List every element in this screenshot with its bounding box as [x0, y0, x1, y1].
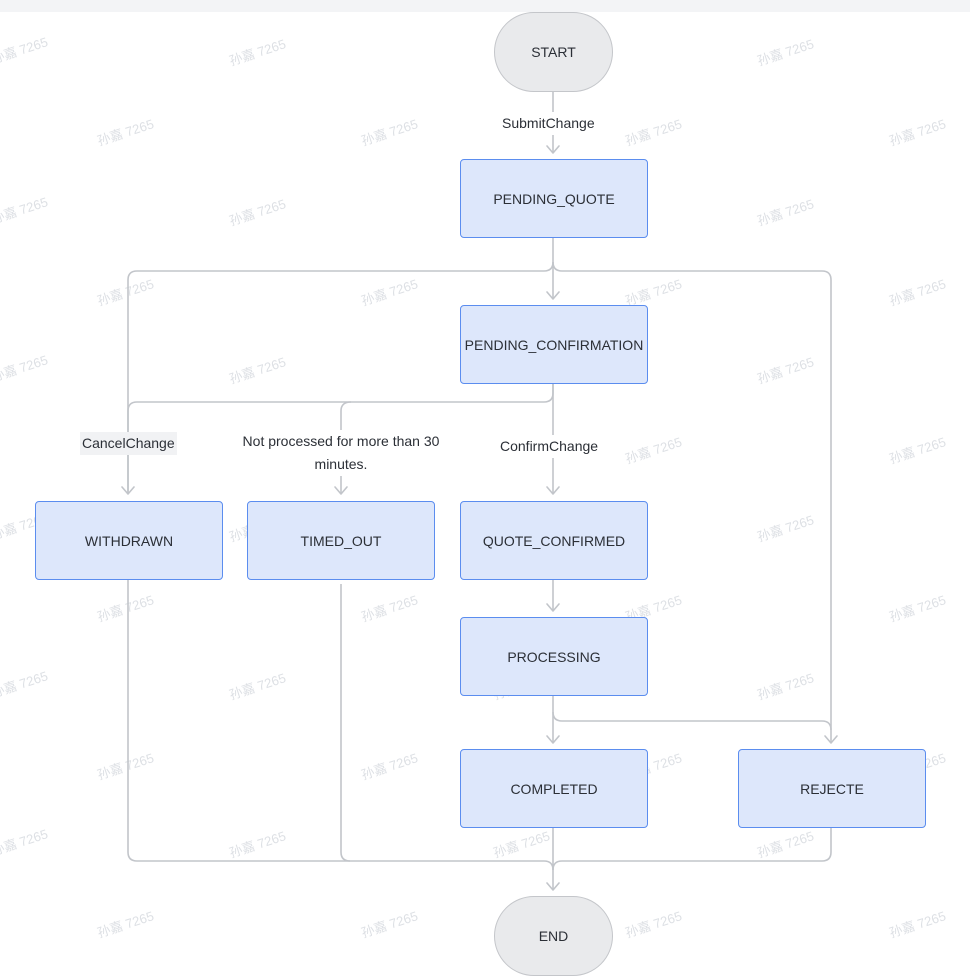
edge-label-cancel-change: CancelChange [80, 432, 177, 455]
arrowhead [824, 735, 838, 744]
node-label: PROCESSING [507, 648, 601, 665]
node-pending-confirmation[interactable]: PENDING_CONFIRMATION [460, 305, 648, 384]
node-pending-quote[interactable]: PENDING_QUOTE [460, 159, 648, 238]
edge-label-confirm-change: ConfirmChange [500, 435, 599, 458]
arrowhead [546, 291, 560, 300]
node-label: PENDING_CONFIRMATION [464, 336, 644, 353]
edge-label-submit-change: SubmitChange [502, 112, 595, 135]
arrowhead [546, 735, 560, 744]
node-label: END [538, 928, 569, 944]
edge-withdrawn-to-end [127, 580, 554, 871]
node-withdrawn[interactable]: WITHDRAWN [35, 501, 223, 580]
arrowhead [546, 882, 560, 891]
edge-rejecte-to-end [552, 828, 832, 871]
top-bar [0, 0, 970, 12]
node-quote-confirmed[interactable]: QUOTE_CONFIRMED [460, 501, 648, 580]
node-label: PENDING_QUOTE [493, 190, 615, 207]
edge-pending-quote-to-withdrawn [127, 261, 554, 494]
node-label: REJECTE [800, 780, 864, 797]
edge-processing-to-rejecte [552, 711, 832, 731]
node-label: QUOTE_CONFIRMED [482, 532, 626, 549]
node-label: WITHDRAWN [84, 532, 174, 549]
node-completed[interactable]: COMPLETED [460, 749, 648, 828]
node-end[interactable]: END [494, 896, 613, 976]
node-label: COMPLETED [510, 780, 598, 797]
node-processing[interactable]: PROCESSING [460, 617, 648, 696]
arrowhead [334, 486, 348, 495]
arrowhead [546, 603, 560, 612]
node-timed-out[interactable]: TIMED_OUT [247, 501, 435, 580]
arrowhead [546, 145, 560, 154]
arrowhead [546, 486, 560, 495]
node-start[interactable]: START [494, 12, 613, 92]
node-label: TIMED_OUT [300, 532, 382, 549]
edge-timed-out-to-end [340, 584, 351, 862]
node-rejecte[interactable]: REJECTE [738, 749, 926, 828]
node-label: START [531, 44, 576, 60]
edge-pending-confirmation-to-timed-out [340, 401, 352, 494]
edge-pending-quote-to-rejecte [552, 261, 832, 743]
edge-label-timeout: Not processed for more than 30 minutes. [216, 430, 466, 476]
